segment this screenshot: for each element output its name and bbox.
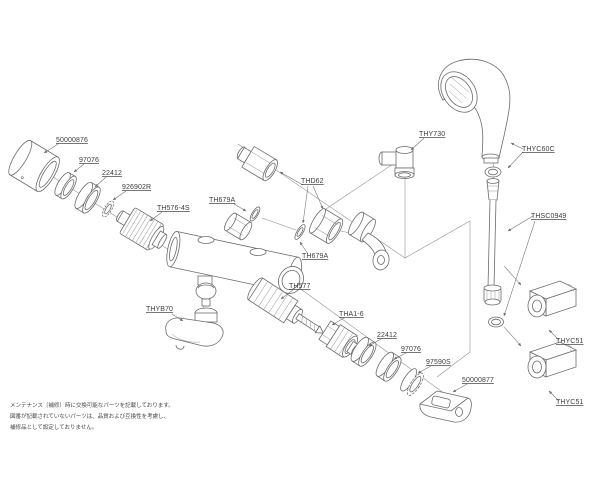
part-elbow-thy730-drawing — [378, 146, 415, 179]
part-washer-th679a-lower-drawing — [294, 224, 306, 240]
part-labels: 50000876 97076 22412 926902R TH576-4S TH… — [56, 131, 583, 406]
part-label-ring-bottom-97076: 97076 — [401, 346, 421, 353]
part-label-washer-926902r: 926902R — [122, 184, 151, 191]
part-shower-head-thyc60c-drawing — [438, 58, 511, 164]
part-label-shower-head-thyc60c: THYC60C — [522, 146, 555, 153]
part-coupling-nut-drawing — [309, 208, 344, 244]
part-label-washer-th679a-lower: TH679A — [302, 253, 329, 260]
part-washer-th679a-upper-drawing — [249, 206, 261, 222]
part-label-unit-th576-4s: TH576-4S — [157, 205, 190, 212]
part-label-ring-97590s: 97590S — [426, 359, 451, 366]
maintenance-note-line2: 図番が記載されていないパーツは、品質および互換性を考慮し、 — [10, 412, 169, 420]
part-ring-top-97076-drawing — [54, 172, 77, 200]
part-ring-top-22412-drawing — [74, 181, 101, 214]
part-label-cartridge-tha1-6: THA1-6 — [339, 311, 364, 318]
part-label-holder-upper-thyc51: THYC51 — [556, 338, 583, 345]
part-cartridge-th577-drawing — [247, 277, 325, 334]
part-label-ring-top-97076: 97076 — [79, 157, 99, 164]
part-eccentric-arm-drawing — [348, 211, 390, 271]
part-holder-upper-thyc51-drawing — [527, 280, 578, 318]
maintenance-note: メンテナンス〔補修〕時に交換可能なパーツを記載しております。 図番が記載されてい… — [10, 401, 174, 431]
part-label-ring-top-22412: 22412 — [102, 170, 122, 177]
part-label-ring-bottom-22412: 22412 — [377, 332, 397, 339]
part-hose-thsc0949-drawing — [483, 178, 504, 328]
part-escutcheon-cap-drawing — [8, 139, 60, 193]
part-unit-th576-4s-drawing — [116, 207, 168, 251]
part-valve-body-drawing — [166, 231, 304, 294]
part-label-bracket-50000877: 50000877 — [462, 377, 494, 384]
part-nut-upper-drawing — [224, 212, 253, 241]
part-label-hose-thsc0949: THSC0949 — [531, 213, 566, 220]
part-connector-thd62-upper-drawing — [236, 145, 278, 182]
part-spout-thyb70-drawing — [165, 282, 224, 350]
leader-lines — [43, 137, 560, 402]
part-label-spout-thyb70: THYB70 — [146, 306, 173, 313]
part-ring-97590s-drawing — [400, 368, 424, 396]
maintenance-note-line3: 補修品として設定しておりません。 — [10, 423, 97, 431]
part-shower-washer-drawing — [484, 166, 502, 178]
part-label-cartridge-th577: TH577 — [289, 283, 311, 290]
part-label-elbow-thy730: THY730 — [419, 131, 445, 138]
part-ring-bottom-97076-drawing — [375, 351, 402, 382]
part-label-washer-th679a-upper: TH679A — [209, 197, 236, 204]
part-label-escutcheon-cap: 50000876 — [56, 137, 88, 144]
part-label-holder-lower-thyc51: THYC51 — [556, 399, 583, 406]
part-label-connector-thd62: THD62 — [301, 178, 324, 185]
maintenance-note-line1: メンテナンス〔補修〕時に交換可能なパーツを記載しております。 — [10, 401, 174, 409]
part-holder-lower-thyc51-drawing — [527, 341, 578, 379]
part-washer-926902r-drawing — [102, 200, 114, 218]
part-bracket-50000877-drawing — [419, 390, 472, 423]
